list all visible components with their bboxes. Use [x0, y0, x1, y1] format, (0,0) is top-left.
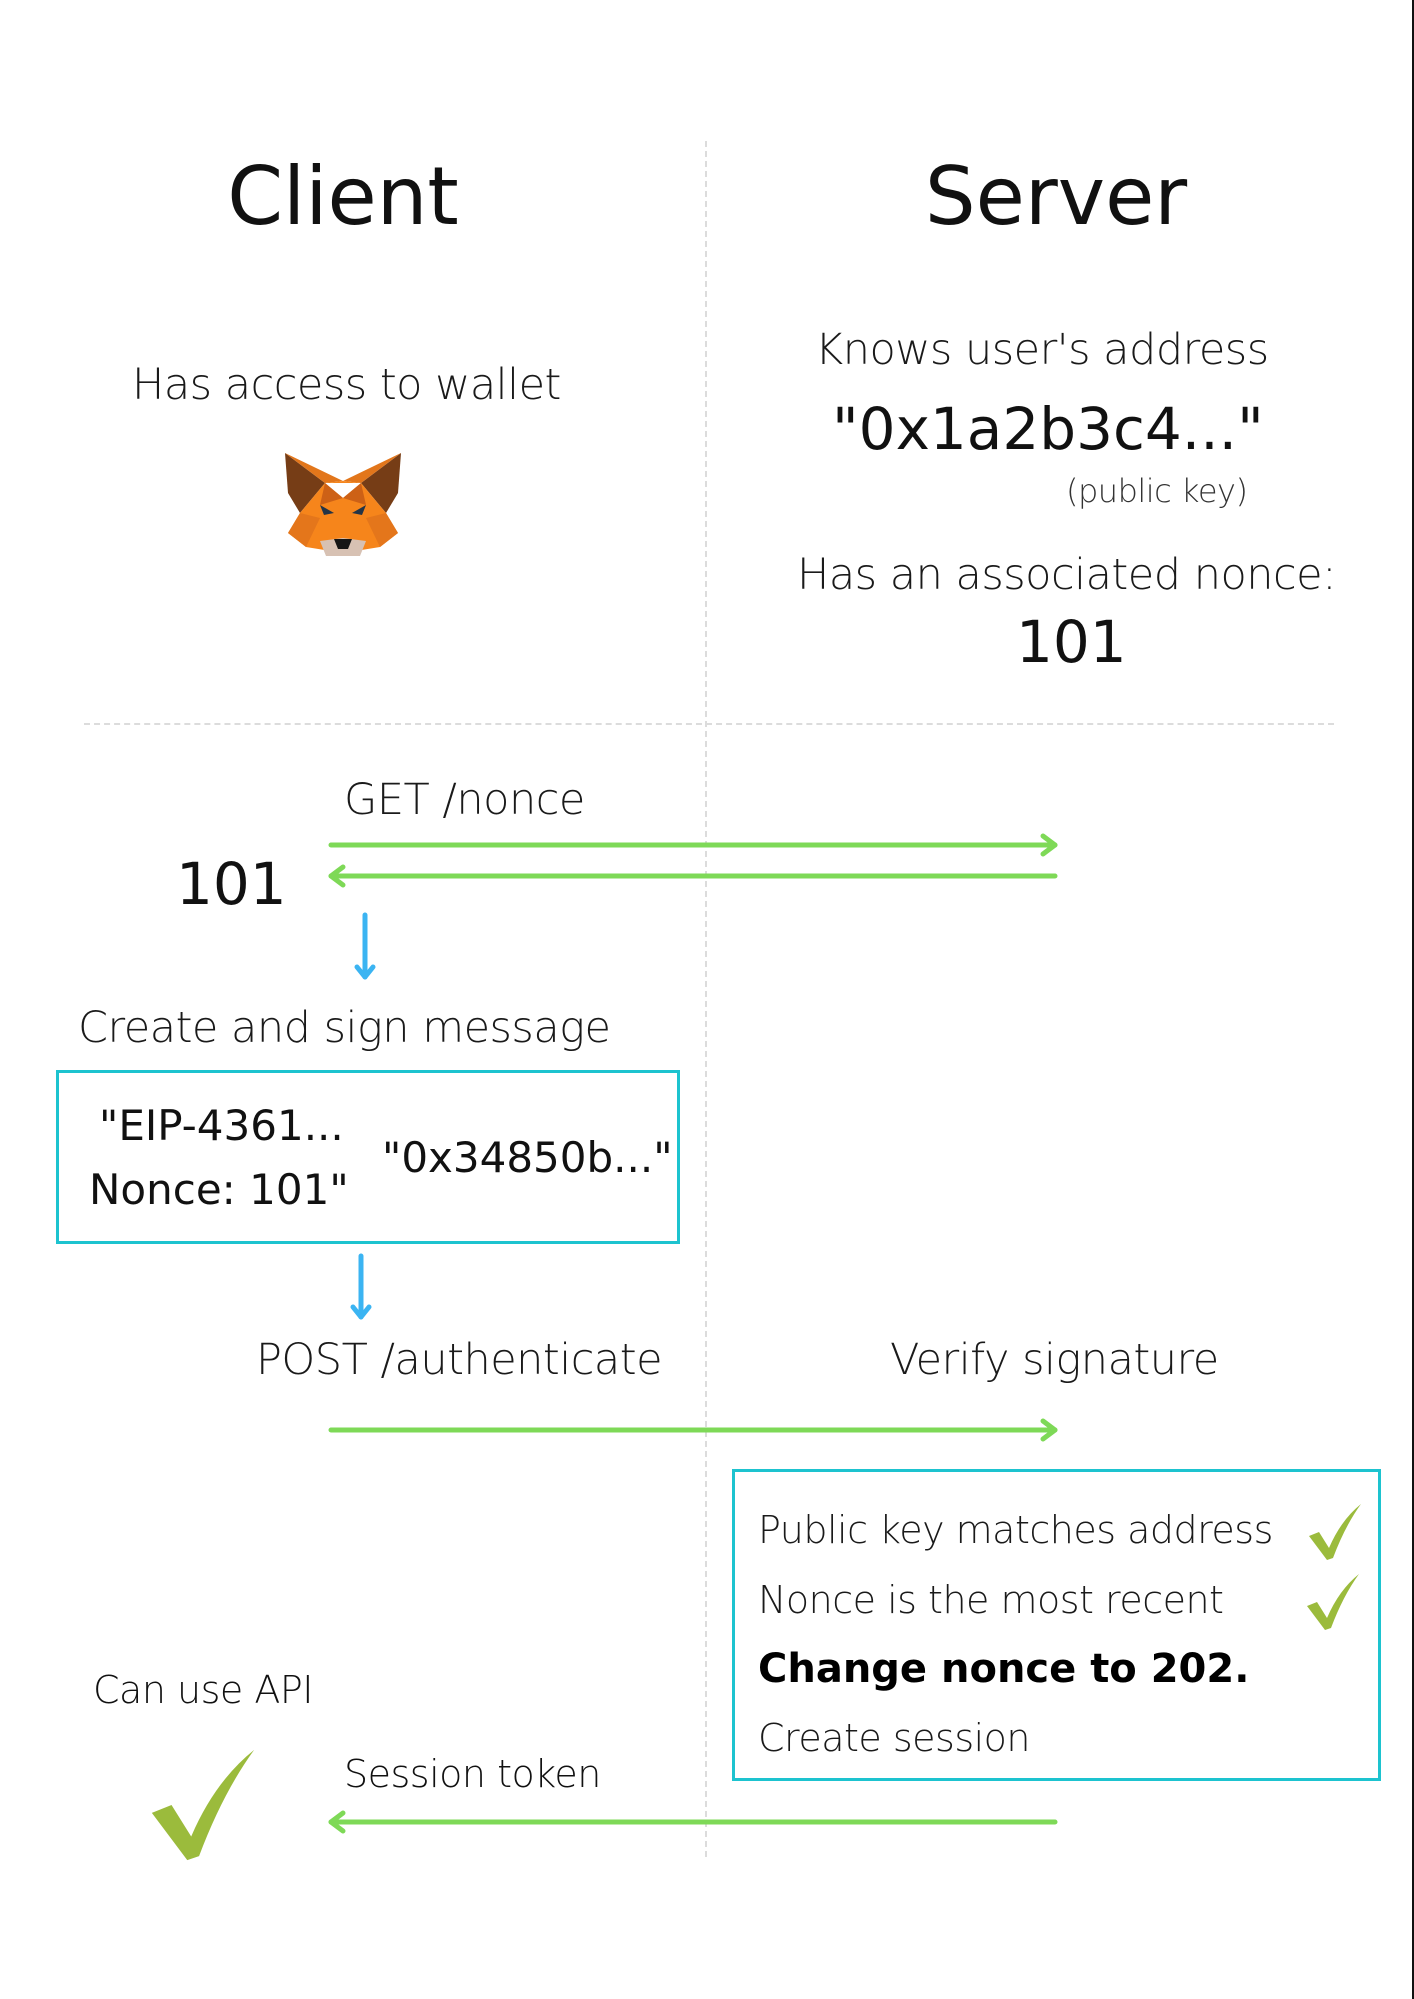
session-token-response-arrow	[328, 1810, 1058, 1834]
nonce-label: Has an associated nonce:	[797, 550, 1337, 600]
checkmark-icon	[1303, 1570, 1363, 1636]
metamask-fox-icon	[280, 443, 406, 558]
server-address: "0x1a2b3c4..."	[832, 395, 1264, 463]
address-label: Knows user's address	[815, 325, 1269, 375]
message-line1: "EIP-4361...	[99, 1101, 344, 1150]
signed-message-box: "EIP-4361... Nonce: 101" "0x34850b..."	[56, 1070, 680, 1244]
check-item-1: Nonce is the most recent	[758, 1578, 1224, 1622]
wallet-label: Has access to wallet	[132, 360, 561, 410]
post-auth-label: POST /authenticate	[256, 1335, 663, 1385]
result-label: Can use API	[93, 1668, 313, 1712]
verify-label: Verify signature	[890, 1335, 1219, 1385]
server-nonce: 101	[1016, 608, 1127, 676]
client-heading: Client	[227, 150, 459, 243]
client-nonce: 101	[176, 850, 287, 918]
sign-label: Create and sign message	[78, 1003, 611, 1053]
get-nonce-label: GET /nonce	[344, 775, 585, 825]
verification-box: Public key matches address Nonce is the …	[732, 1469, 1381, 1781]
checkmark-icon	[143, 1742, 263, 1868]
check-item-0: Public key matches address	[758, 1508, 1273, 1552]
message-line2: Nonce: 101"	[89, 1165, 349, 1214]
create-session-text: Create session	[758, 1716, 1031, 1760]
message-signature: "0x34850b..."	[382, 1133, 673, 1182]
get-nonce-request-arrow	[328, 833, 1058, 857]
local-step-arrow-2	[350, 1253, 372, 1320]
horizontal-divider	[84, 723, 1334, 725]
server-heading: Server	[924, 150, 1188, 243]
right-edge-border	[1412, 0, 1414, 1999]
checkmark-icon	[1305, 1500, 1365, 1566]
nonce-response-arrow	[328, 864, 1058, 888]
vertical-divider	[705, 141, 707, 1857]
session-token-label: Session token	[344, 1752, 601, 1796]
change-nonce-text: Change nonce to 202.	[758, 1646, 1250, 1692]
address-note: (public key)	[1066, 472, 1248, 510]
post-auth-request-arrow	[328, 1418, 1058, 1442]
local-step-arrow-1	[354, 912, 376, 980]
